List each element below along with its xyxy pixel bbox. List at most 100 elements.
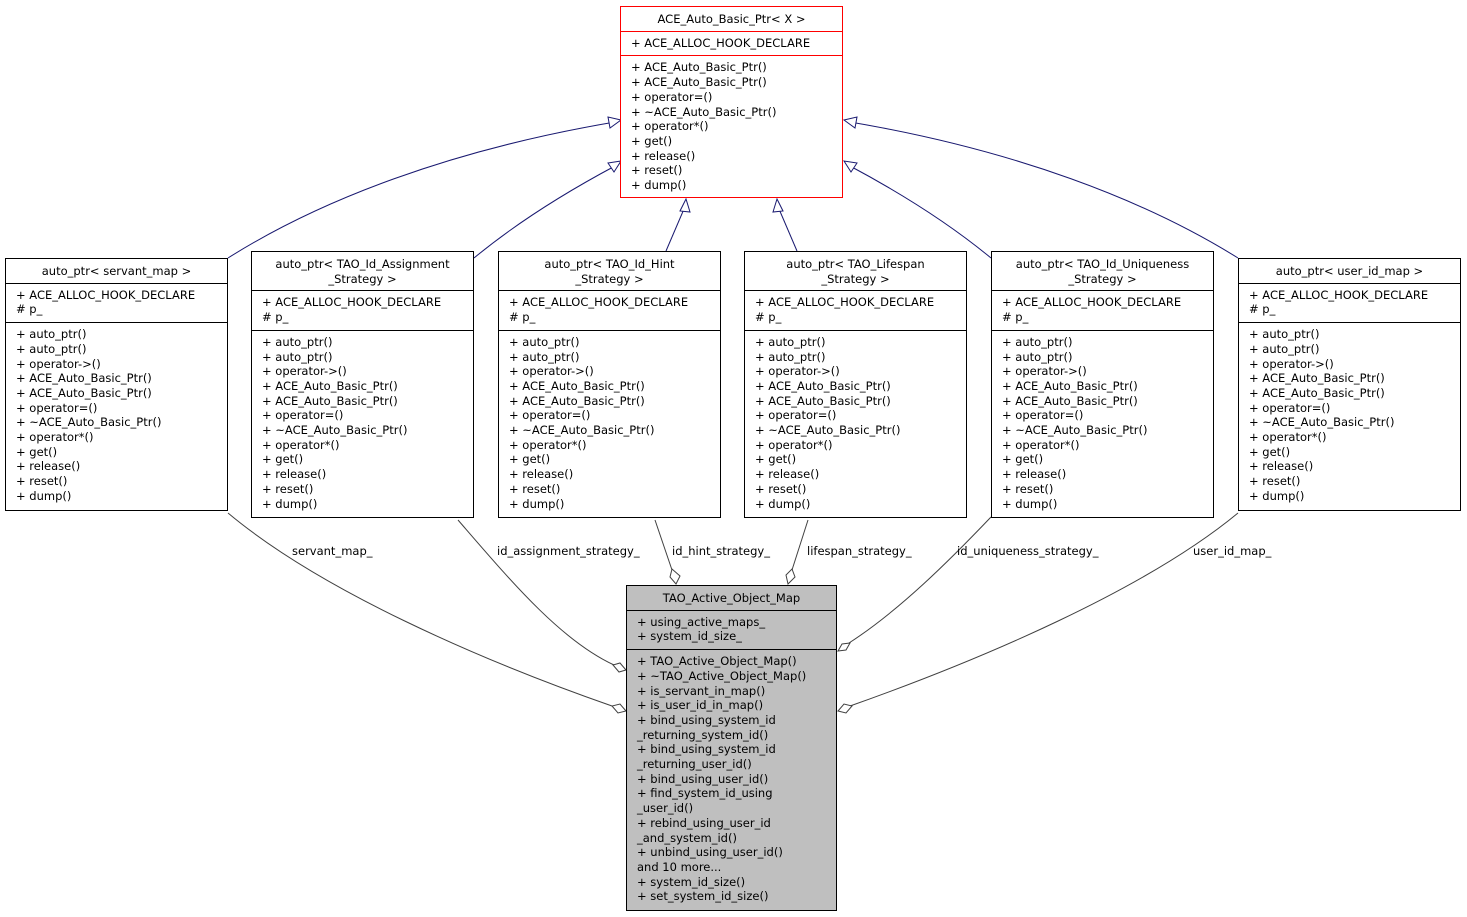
operation-item: + operator->(): [16, 356, 101, 371]
operation-item: + bind_using_system_id: [637, 742, 776, 757]
focus-class-box[interactable]: TAO_Active_Object_Map + using_active_map…: [626, 585, 837, 911]
operation-item: + operator*(): [631, 119, 709, 134]
operation-item: + ACE_Auto_Basic_Ptr(): [1249, 371, 1385, 386]
diamond-id-assignment: [612, 662, 627, 673]
operation-item: + release(): [1002, 467, 1067, 482]
operation-item: + dump(): [16, 488, 72, 503]
base-class-box[interactable]: ACE_Auto_Basic_Ptr< X > + ACE_ALLOC_HOOK…: [620, 6, 843, 198]
class-box-user-id-map[interactable]: auto_ptr< user_id_map > + ACE_ALLOC_HOOK…: [1238, 258, 1461, 511]
operation-item: + auto_ptr(): [755, 349, 826, 364]
operation-section: + TAO_Active_Object_Map()+ ~TAO_Active_O…: [627, 649, 836, 908]
operation-item: + ACE_Auto_Basic_Ptr(): [262, 393, 398, 408]
operation-item: + ACE_Auto_Basic_Ptr(): [631, 60, 767, 75]
class-box-id-uniqueness[interactable]: auto_ptr< TAO_Id_Uniqueness_Strategy > +…: [991, 251, 1214, 518]
operation-item: + get(): [631, 133, 673, 148]
class-name-line: auto_ptr< TAO_Id_Uniqueness: [1015, 257, 1190, 271]
class-name-line: auto_ptr< TAO_Id_Hint: [544, 257, 675, 271]
edge-labels: servant_map_ id_assignment_strategy_ id_…: [292, 544, 1272, 558]
attribute-item: + ACE_ALLOC_HOOK_DECLARE: [755, 295, 935, 310]
attribute-section: + ACE_ALLOC_HOOK_DECLARE# p_: [252, 290, 473, 329]
class-title: TAO_Active_Object_Map: [627, 586, 836, 610]
class-title: auto_ptr< servant_map >: [6, 259, 227, 283]
operation-item: + auto_ptr(): [755, 334, 826, 349]
operation-item: + ACE_Auto_Basic_Ptr(): [262, 378, 398, 393]
diamond-user-id-map: [837, 703, 853, 714]
composition-diamonds: [611, 568, 853, 714]
inherit-edge-id-uniqueness: [849, 165, 992, 259]
operation-item: + ~ACE_Auto_Basic_Ptr(): [1249, 415, 1395, 430]
operation-item: + unbind_using_user_id(): [637, 845, 783, 860]
compose-edge-servant-map: [227, 512, 613, 707]
operation-item: + release(): [755, 467, 820, 482]
operation-item: + ~ACE_Auto_Basic_Ptr(): [509, 423, 655, 438]
diamond-lifespan: [785, 568, 796, 585]
operation-item: + operator*(): [1249, 430, 1327, 445]
attribute-item: # p_: [755, 310, 782, 325]
edge-label-id-assignment: id_assignment_strategy_: [497, 544, 640, 558]
operation-item: + operator=(): [755, 408, 837, 423]
class-box-lifespan[interactable]: auto_ptr< TAO_Lifespan_Strategy > + ACE_…: [744, 251, 967, 518]
edge-label-lifespan: lifespan_strategy_: [807, 544, 912, 558]
operation-item: _returning_system_id(): [637, 727, 769, 742]
class-box-id-assignment[interactable]: auto_ptr< TAO_Id_Assignment_Strategy > +…: [251, 251, 474, 518]
operation-item: + operator->(): [755, 364, 840, 379]
diamond-servant-map: [611, 703, 627, 714]
attribute-item: + ACE_ALLOC_HOOK_DECLARE: [509, 295, 689, 310]
attribute-section: + ACE_ALLOC_HOOK_DECLARE: [621, 30, 842, 56]
class-box-servant-map[interactable]: auto_ptr< servant_map > + ACE_ALLOC_HOOK…: [5, 258, 228, 511]
operation-section: + ACE_Auto_Basic_Ptr()+ ACE_Auto_Basic_P…: [621, 55, 842, 196]
operation-item: + release(): [16, 459, 81, 474]
compose-edge-lifespan: [791, 519, 809, 571]
operation-item: + auto_ptr(): [262, 349, 333, 364]
operation-item: + ~ACE_Auto_Basic_Ptr(): [16, 415, 162, 430]
class-name: TAO_Active_Object_Map: [662, 591, 801, 605]
operation-item: + is_servant_in_map(): [637, 683, 766, 698]
operation-item: + operator*(): [16, 430, 94, 445]
attribute-item: # p_: [16, 302, 43, 317]
operation-item: + ACE_Auto_Basic_Ptr(): [16, 385, 152, 400]
inherit-arrowhead-lifespan: [772, 197, 784, 213]
operation-section: + auto_ptr()+ auto_ptr()+ operator->()+ …: [499, 329, 720, 515]
operation-item: + operator=(): [1249, 400, 1331, 415]
operation-item: + operator->(): [1249, 356, 1334, 371]
attribute-section: + ACE_ALLOC_HOOK_DECLARE# p_: [992, 290, 1213, 329]
class-title: auto_ptr< TAO_Id_Assignment_Strategy >: [252, 252, 473, 290]
operation-item: + ~ACE_Auto_Basic_Ptr(): [631, 104, 777, 119]
class-name-line: auto_ptr< TAO_Lifespan: [786, 257, 925, 271]
inheritance-edges: [227, 121, 1239, 259]
class-box-id-hint[interactable]: auto_ptr< TAO_Id_Hint_Strategy > + ACE_A…: [498, 251, 721, 518]
operation-item: + release(): [509, 467, 574, 482]
operation-item: + release(): [1249, 459, 1314, 474]
operation-item: + ~ACE_Auto_Basic_Ptr(): [1002, 423, 1148, 438]
operation-item: + auto_ptr(): [1002, 334, 1073, 349]
attribute-item: + ACE_ALLOC_HOOK_DECLARE: [262, 295, 442, 310]
operation-item: + rebind_using_user_id: [637, 815, 771, 830]
operation-item: + ACE_Auto_Basic_Ptr(): [16, 371, 152, 386]
operation-item: + operator*(): [755, 437, 833, 452]
operation-item: + operator*(): [262, 437, 340, 452]
operation-item: + ~ACE_Auto_Basic_Ptr(): [755, 423, 901, 438]
attribute-item: + ACE_ALLOC_HOOK_DECLARE: [16, 287, 196, 302]
operation-item: + dump(): [509, 496, 565, 511]
operation-item: + get(): [16, 444, 58, 459]
diamond-id-uniqueness: [837, 642, 851, 652]
operation-item: + auto_ptr(): [16, 341, 87, 356]
operation-item: + system_id_size(): [637, 874, 746, 889]
attribute-item: + system_id_size_: [637, 629, 742, 644]
operation-item: + bind_using_user_id(): [637, 771, 769, 786]
operation-item: + is_user_id_in_map(): [637, 698, 764, 713]
operation-item: + ACE_Auto_Basic_Ptr(): [1002, 393, 1138, 408]
operation-item: + find_system_id_using: [637, 786, 773, 801]
edge-label-id-uniqueness: id_uniqueness_strategy_: [957, 544, 1099, 558]
operation-item: _and_system_id(): [637, 830, 737, 845]
inherit-arrowhead-id-hint: [679, 197, 691, 213]
compose-edge-user-id-map: [849, 512, 1239, 707]
operation-item: + operator->(): [262, 364, 347, 379]
operation-section: + auto_ptr()+ auto_ptr()+ operator->()+ …: [252, 329, 473, 515]
edge-label-user-id-map: user_id_map_: [1193, 544, 1272, 558]
class-title: auto_ptr< TAO_Id_Uniqueness_Strategy >: [992, 252, 1213, 290]
composition-edges: [227, 512, 1239, 707]
class-name-line: _Strategy >: [328, 271, 397, 286]
operation-item: + ACE_Auto_Basic_Ptr(): [755, 378, 891, 393]
